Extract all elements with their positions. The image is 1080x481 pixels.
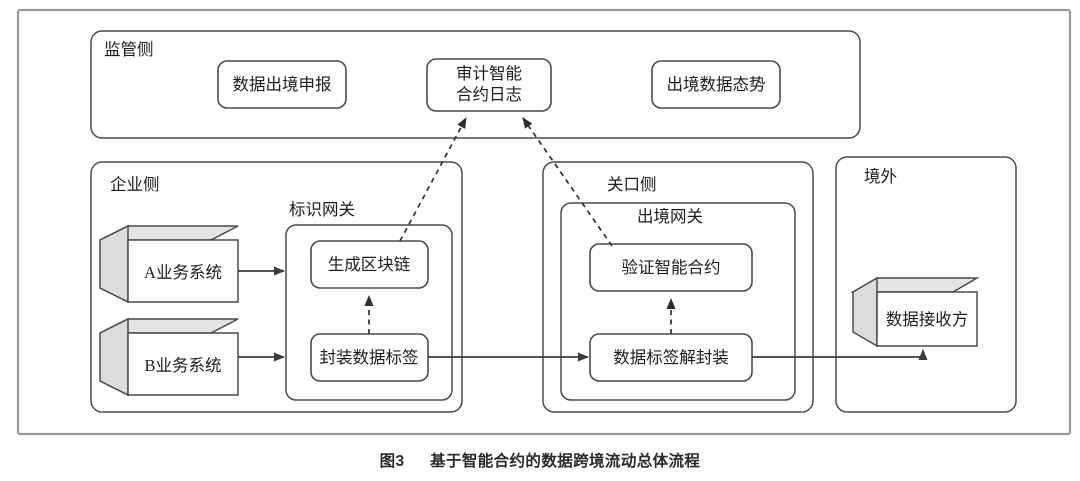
node-export-data-posture-label: 出境数据态势	[667, 75, 766, 94]
node-generate-blockchain-label: 生成区块链	[328, 255, 411, 274]
node-audit-smart-contract-log[interactable]	[426, 58, 552, 112]
dashed-arrow-verify-to-audit-log	[522, 117, 613, 247]
node-data-export-declaration[interactable]	[217, 60, 347, 109]
cube-business-system-b-front	[127, 332, 239, 396]
node-generate-blockchain[interactable]	[310, 240, 429, 289]
panel-overseas-label: 境外	[864, 167, 897, 186]
panel-enterprise-label: 企业侧	[110, 175, 160, 194]
node-verify-smart-contract[interactable]	[589, 243, 753, 292]
cube-business-system-a-front	[127, 239, 239, 303]
figure-caption: 图3 基于智能合约的数据跨境流动总体流程	[0, 449, 1080, 471]
cube-business-system-b[interactable]: B业务系统	[99, 317, 239, 397]
dashed-arrow-blockchain-to-audit-log	[399, 117, 467, 242]
figure-caption-title: 基于智能合约的数据跨境流动总体流程	[430, 453, 701, 470]
subpanel-export-gateway-label: 出境网关	[637, 207, 703, 226]
subpanel-identification-gateway-label: 标识网关	[289, 200, 355, 219]
cube-data-receiver-front	[876, 291, 978, 347]
node-data-export-declaration-label: 数据出境申报	[233, 75, 332, 94]
node-export-data-posture[interactable]	[651, 60, 781, 109]
node-decapsulate-data-tag-label: 数据标签解封装	[613, 348, 729, 367]
cube-business-system-a-label: A业务系统	[144, 263, 222, 282]
cube-data-receiver-label: 数据接收方	[886, 310, 969, 329]
panel-customs-label: 关口侧	[607, 175, 657, 194]
figure-caption-number: 图3	[379, 453, 405, 470]
node-encapsulate-data-tag-label: 封装数据标签	[320, 348, 419, 367]
panel-regulator-label: 监管侧	[104, 40, 154, 59]
arrow-decapsulate-to-receiver	[752, 349, 928, 360]
cube-data-receiver[interactable]: 数据接收方	[850, 276, 980, 348]
node-verify-smart-contract-label: 验证智能合约	[622, 258, 721, 277]
cube-business-system-b-label: B业务系统	[144, 356, 221, 375]
cube-business-system-a-side	[99, 224, 129, 304]
cube-business-system-a[interactable]: A业务系统	[99, 224, 239, 304]
node-audit-smart-contract-log-line1: 审计智能	[456, 64, 522, 83]
cube-business-system-b-side	[99, 317, 129, 397]
node-audit-smart-contract-log-line2: 合约日志	[456, 85, 522, 104]
